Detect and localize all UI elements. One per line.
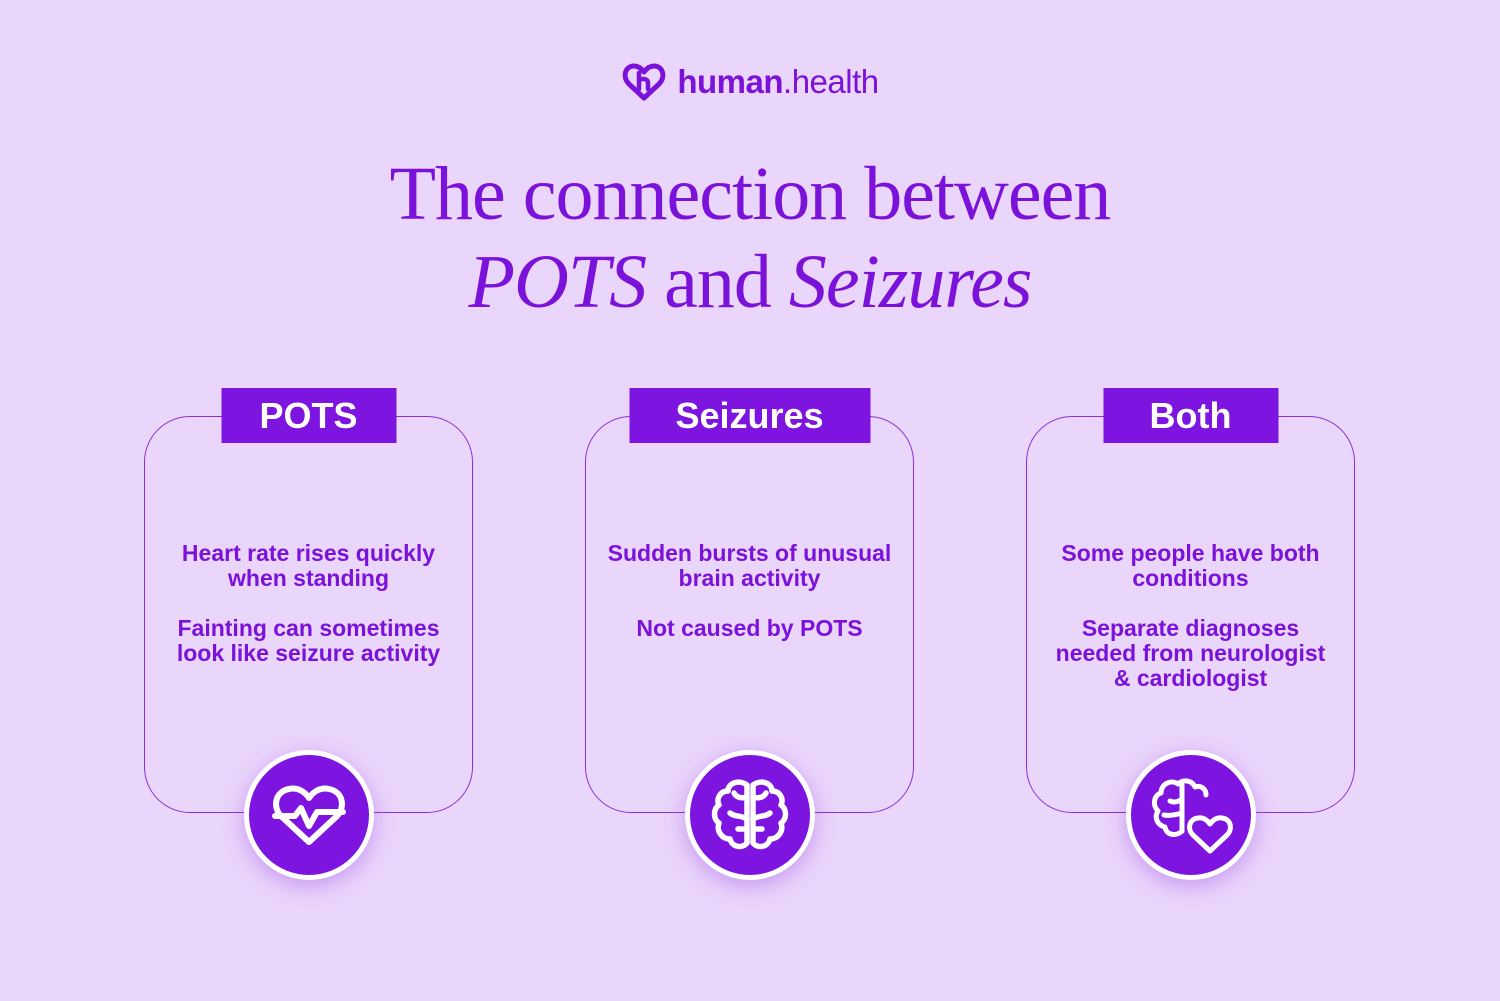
card-body-pots: Heart rate rises quickly when standing F… [145, 541, 472, 691]
title-line-1: The connection between [389, 152, 1112, 236]
brand-name-light: .health [783, 63, 879, 100]
card-heading-seizures: Seizures [629, 388, 870, 443]
card-point: Some people have both conditions [1061, 540, 1320, 591]
card-pots: POTS Heart rate rises quickly when stand… [144, 388, 473, 880]
title-term-seizures: Seizures [788, 240, 1032, 324]
icon-badge-both [1125, 750, 1256, 880]
card-point: Sudden bursts of unusual brain activity [607, 540, 892, 591]
title-connector: and [646, 240, 789, 324]
icon-badge-pots [243, 750, 374, 880]
icon-badge-seizures [684, 750, 815, 880]
card-seizures: Seizures Sudden bursts of unusual brain … [585, 388, 914, 880]
title-term-pots: POTS [468, 240, 648, 324]
brain-icon [711, 779, 788, 850]
card-heading-both: Both [1103, 388, 1278, 443]
card-point: Not caused by POTS [636, 615, 863, 641]
card-body-both: Some people have both conditions Separat… [1027, 541, 1354, 716]
heart-h-logo-icon [623, 63, 666, 101]
heart-pulse-icon [271, 785, 346, 845]
card-heading-pots: POTS [221, 388, 396, 443]
brain-heart-icon [1151, 778, 1233, 854]
card-point: Separate diagnoses needed from neurologi… [1055, 615, 1326, 691]
page-title: The connection between POTS and Seizures [0, 150, 1500, 326]
card-both: Both Some people have both conditions Se… [1026, 388, 1355, 880]
card-body-seizures: Sudden bursts of unusual brain activity … [586, 541, 913, 666]
brand-name-bold: human [677, 63, 784, 100]
card-point: Fainting can sometimes look like seizure… [176, 615, 441, 666]
brand-logo: human.health [0, 62, 1500, 102]
card-point: Heart rate rises quickly when standing [181, 540, 436, 591]
brand-name: human.health [677, 63, 879, 101]
